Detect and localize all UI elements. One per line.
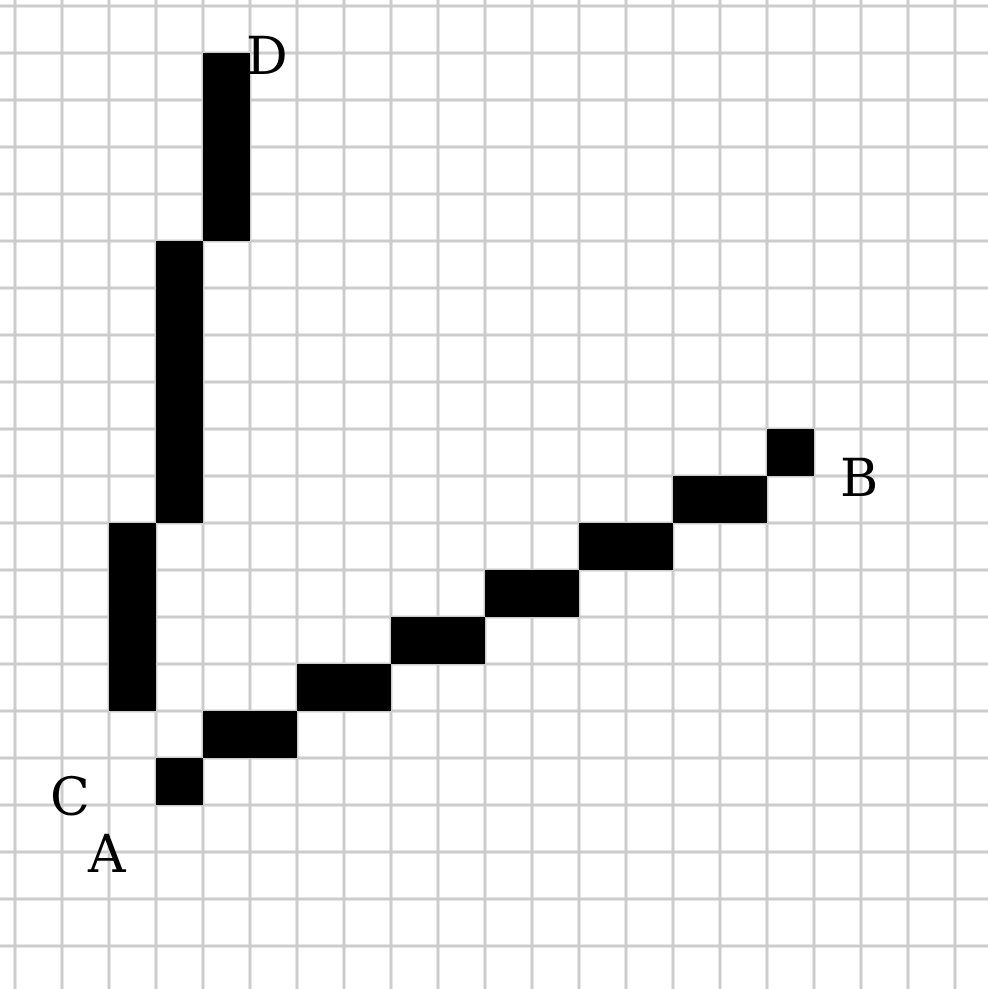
segment-cd-cell [203, 147, 250, 194]
segment-ab-cell [673, 476, 720, 523]
segment-cd-cell [109, 664, 156, 711]
segment-cd-cell [203, 194, 250, 241]
segment-ab-cell [156, 758, 203, 805]
segment-cd-cell [156, 241, 203, 288]
point-labels: A B C D [50, 27, 878, 885]
segment-ab-cell [720, 476, 767, 523]
segment-cd-cell [156, 382, 203, 429]
label-point-b: B [840, 449, 878, 509]
segment-cd-cell [109, 617, 156, 664]
segment-cd-cell [203, 100, 250, 147]
segment-cd-cell [156, 335, 203, 382]
label-point-a: A [87, 825, 127, 885]
segment-cd-cell [156, 476, 203, 523]
segment-ab-cell [438, 617, 485, 664]
segment-ab-cell [532, 570, 579, 617]
segment-ab-cell [391, 617, 438, 664]
segment-cd-cell [156, 288, 203, 335]
label-point-c: C [50, 768, 90, 828]
segment-ab-cell [203, 711, 250, 758]
pixel-cells [109, 53, 814, 805]
segment-ab-cell [767, 429, 814, 476]
segment-ab-cell [485, 570, 532, 617]
segment-ab-cell [579, 523, 626, 570]
segment-ab-cell [297, 664, 344, 711]
segment-cd-cell [109, 570, 156, 617]
label-point-d: D [246, 27, 288, 87]
segment-ab-cell [626, 523, 673, 570]
segment-ab-cell [344, 664, 391, 711]
segment-ab-cell [250, 711, 297, 758]
segment-cd-cell [109, 523, 156, 570]
segment-cd-cell [156, 429, 203, 476]
segment-cd-cell [203, 53, 250, 100]
